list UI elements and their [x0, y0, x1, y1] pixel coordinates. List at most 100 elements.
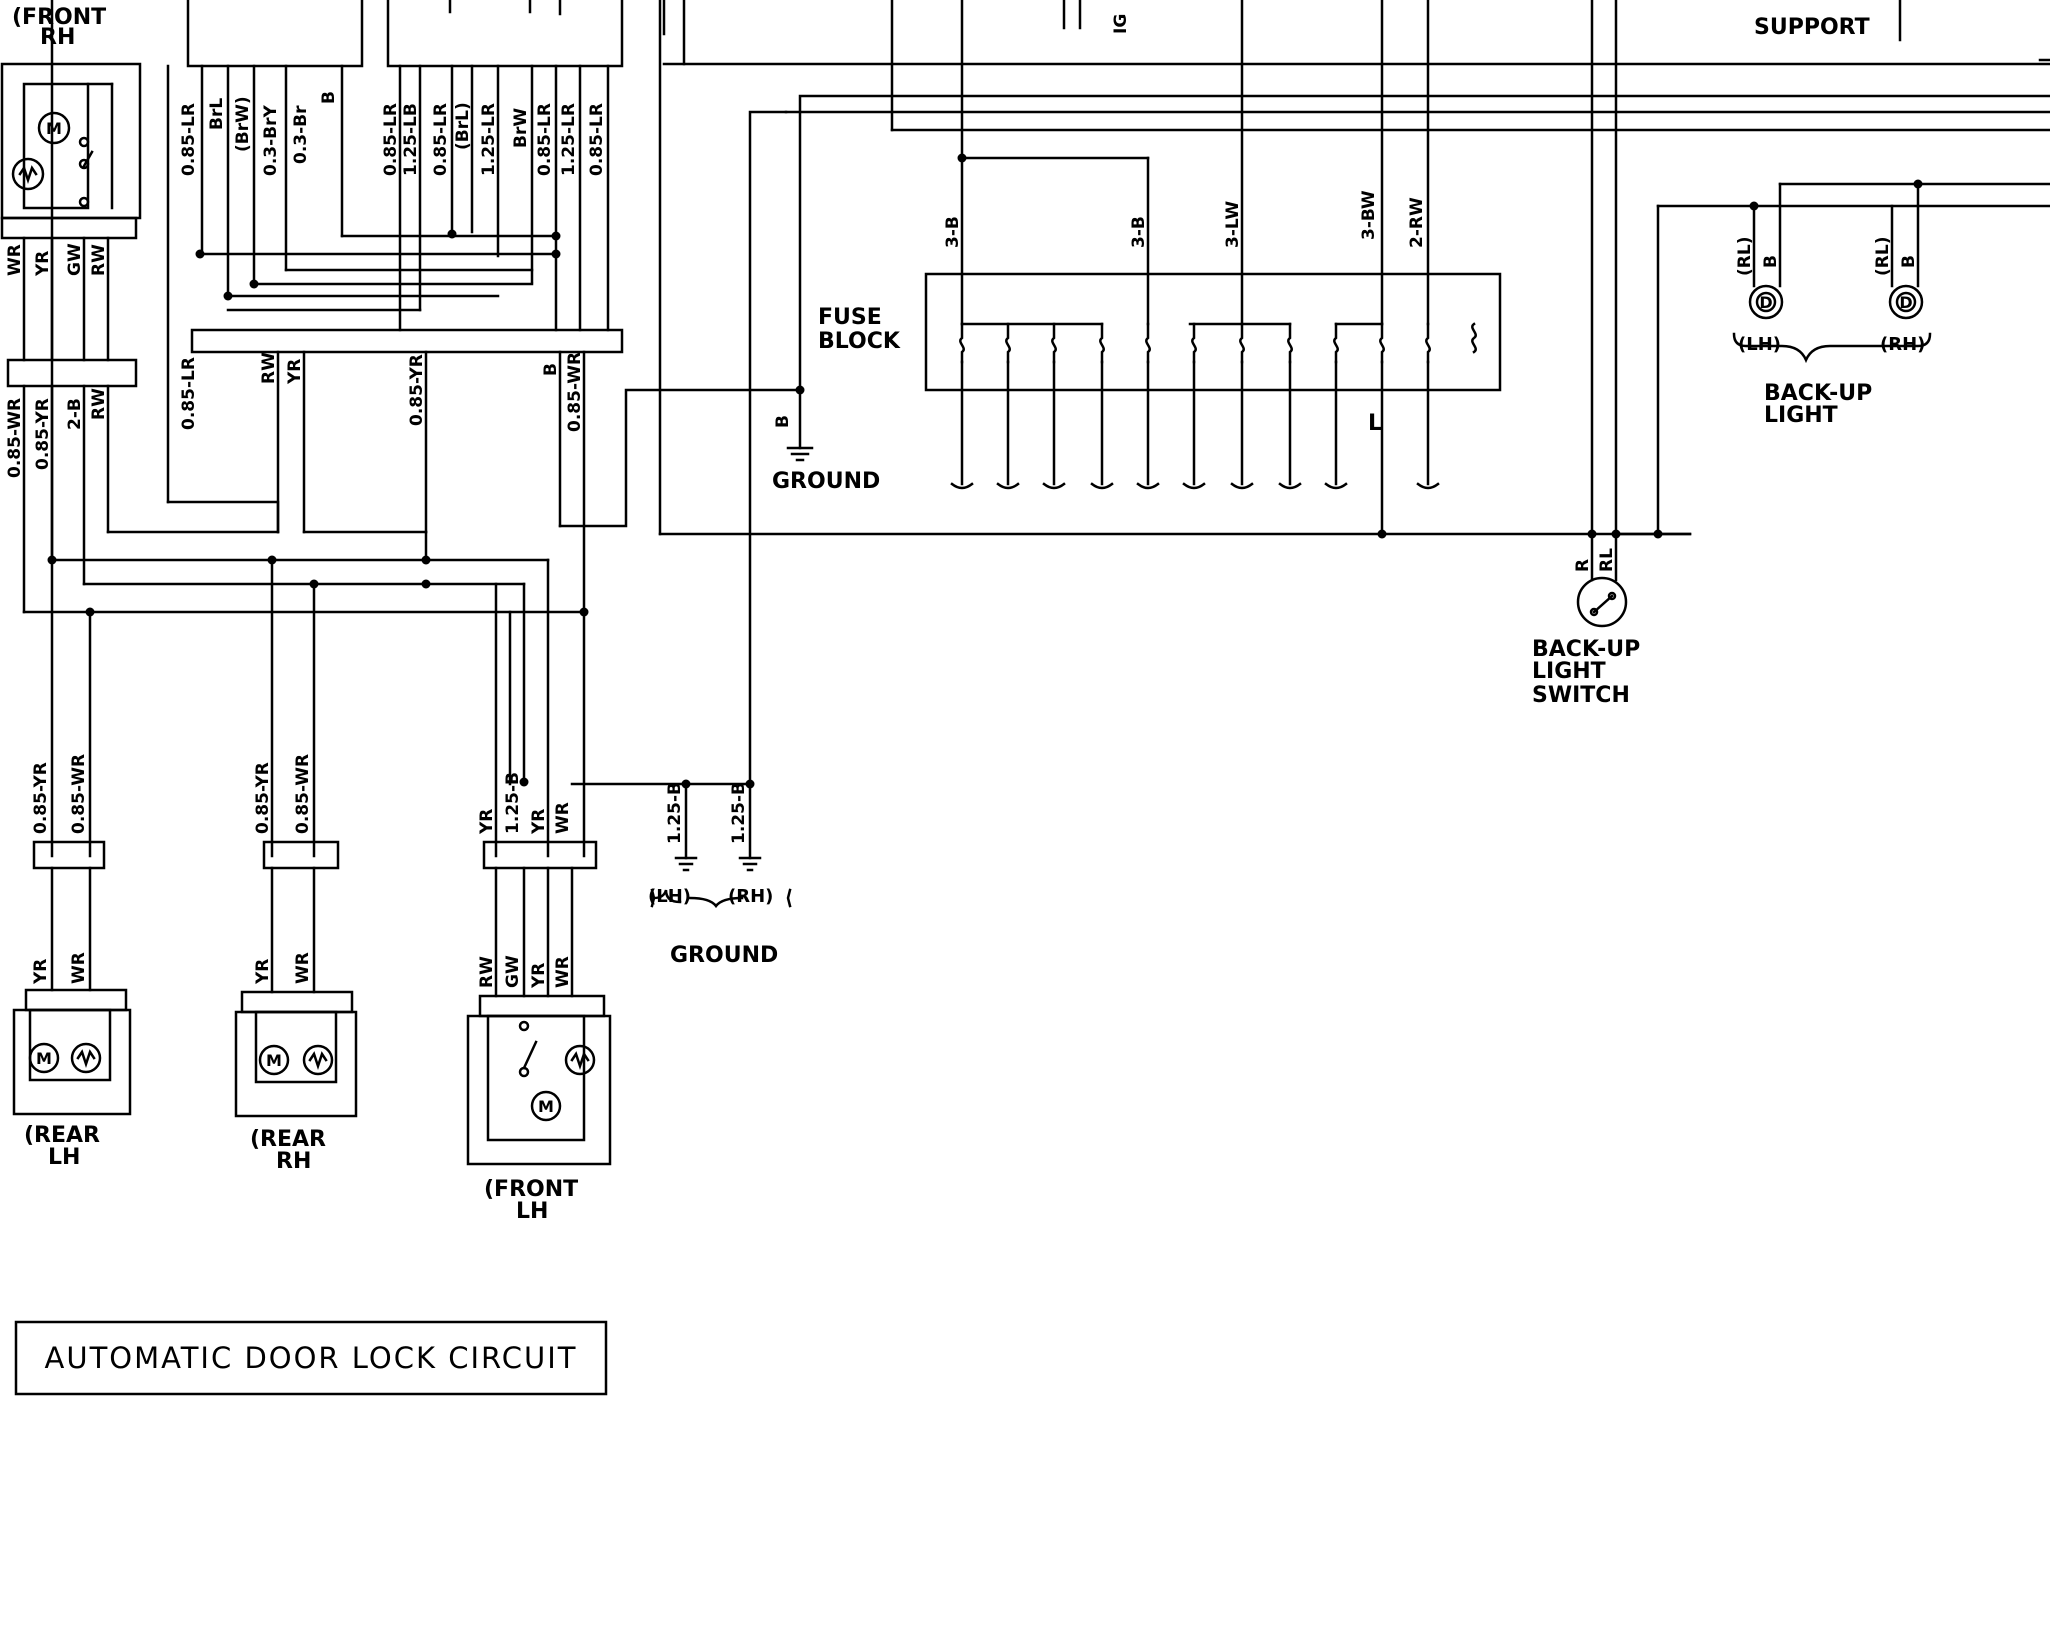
backup-switch-label-line3: SWITCH: [1532, 683, 1630, 708]
fuse-elements: [959, 322, 1477, 364]
wire-label: RW: [89, 388, 109, 420]
left-harness-connector: [6, 358, 138, 388]
wire-label: 2-RW: [1407, 197, 1427, 248]
wire-label: WR: [293, 952, 313, 984]
wire-label: 0.85-LR: [587, 103, 607, 176]
ground-main-label: GROUND: [772, 469, 880, 494]
wire-label: BrL: [207, 98, 227, 130]
wire-label: WR: [553, 956, 573, 988]
wire-label: 3-B: [943, 216, 963, 248]
ground-rh-label: (RH): [728, 886, 773, 907]
ground-rh-symbol: [738, 782, 762, 872]
front-rh-label-line1: (FRONT: [12, 5, 106, 30]
wire-label: WR: [5, 244, 25, 276]
wire-label: (RL): [1873, 237, 1893, 276]
title-box: [14, 1320, 608, 1396]
wire-label: YR: [285, 359, 305, 385]
backup-light-rh: [1888, 284, 1924, 320]
wire-label: (BrW): [233, 96, 253, 152]
rear-rh-label-line1: (REAR: [250, 1127, 326, 1152]
wire-label: RW: [259, 352, 279, 384]
backup-switch-label-line1: BACK-UP: [1532, 637, 1640, 662]
wire-label: 3-B: [1129, 216, 1149, 248]
backup-light-switch: [1576, 576, 1628, 628]
wire-label: 1.25-LR: [479, 103, 499, 176]
wire-label: 0.85-YR: [33, 398, 53, 470]
motor-symbol: M: [538, 1097, 554, 1116]
backup-light-lh-symbol: D: [1759, 293, 1772, 312]
backup-light-label-line1: BACK-UP: [1764, 381, 1872, 406]
rear-lh-label-line2: LH: [48, 1145, 80, 1170]
rear-rh-actuator: [234, 990, 358, 1118]
motor-symbol: M: [46, 119, 62, 138]
fuse-block-label-line2: BLOCK: [818, 329, 901, 354]
wire-label: 1.25-B: [665, 782, 685, 844]
wire-label: 0.3-Br: [291, 105, 311, 164]
motor-symbol: M: [36, 1049, 52, 1068]
motor-symbol: M: [266, 1051, 282, 1070]
wire-label: 0.3-BrY: [261, 104, 281, 176]
wire-label: BrW: [511, 108, 531, 148]
steering-support-label: SUPPORT: [1754, 15, 1870, 40]
wire-label: 0.85-WR: [565, 352, 585, 432]
wire-label: (RL): [1735, 237, 1755, 276]
wire-label: 3-LW: [1223, 201, 1243, 248]
front-lh-actuator: [466, 994, 612, 1166]
wire-label: YR: [529, 963, 549, 989]
wire-label: R: [1573, 559, 1593, 572]
wire-label: GW: [503, 955, 523, 988]
rear-lh-connector: [32, 840, 106, 870]
wire-label: 1.25-LB: [401, 103, 421, 176]
rear-rh-connector: [262, 840, 340, 870]
front-rh-actuator: [0, 62, 142, 240]
wire-label: 0.85-LR: [431, 103, 451, 176]
wire-label: B: [319, 91, 339, 104]
wire-label: B: [541, 363, 561, 376]
wire-label: 0.85-WR: [69, 754, 89, 834]
wire-label: YR: [253, 959, 273, 985]
wire-label: 0.85-LR: [381, 103, 401, 176]
wire-label: 0.85-LR: [179, 357, 199, 430]
ign-partial-label: IG: [1111, 14, 1131, 34]
wire-label: B: [773, 415, 793, 428]
wire-label: RW: [477, 956, 497, 988]
wire-label: RL: [1597, 548, 1617, 572]
wire-label: YR: [33, 251, 53, 277]
wire-label: (BrL): [453, 102, 473, 150]
wire-label: 2-B: [65, 398, 85, 430]
fuse-block: [924, 272, 1502, 392]
wire-label: 1.25-B: [729, 782, 749, 844]
rear-rh-label-line2: RH: [276, 1149, 311, 1174]
wire-label: WR: [69, 952, 89, 984]
rear-lh-label-line1: (REAR: [24, 1123, 100, 1148]
wire-label: 0.85-YR: [407, 354, 427, 426]
wire-label: 0.85-YR: [31, 762, 51, 834]
wire-label: YR: [529, 809, 549, 835]
front-rh-label-line2: RH: [40, 25, 75, 50]
wire-label: 0.85-YR: [253, 762, 273, 834]
front-lh-label-line2: LH: [516, 1199, 548, 1224]
wire-label: YR: [477, 809, 497, 835]
fuse-ground-symbol: [786, 388, 814, 462]
wire-label: GW: [65, 243, 85, 276]
wire-label: 0.85-WR: [5, 398, 25, 478]
wire-label: B: [1761, 255, 1781, 268]
ground-lh-symbol: [674, 782, 698, 872]
wire-label: 1.25-B: [503, 772, 523, 834]
wire-label: 0.85-LR: [535, 103, 555, 176]
backup-light-rh-label: (RH): [1880, 334, 1925, 355]
wire-label: B: [1899, 255, 1919, 268]
upper-left-connector: [186, 0, 364, 68]
wire-label: 0.85-LR: [179, 103, 199, 176]
backup-light-lh-label: (LH): [1738, 334, 1781, 355]
ground-bottom-label: GROUND: [670, 943, 778, 968]
ground-lh-label: (LH): [648, 886, 691, 907]
backup-light-label-line2: LIGHT: [1764, 403, 1838, 428]
wire-label: YR: [31, 959, 51, 985]
front-lh-label-line1: (FRONT: [484, 1177, 578, 1202]
upper-mid-connector: [386, 0, 624, 68]
wire-label: WR: [553, 802, 573, 834]
rear-lh-actuator: [12, 988, 132, 1116]
